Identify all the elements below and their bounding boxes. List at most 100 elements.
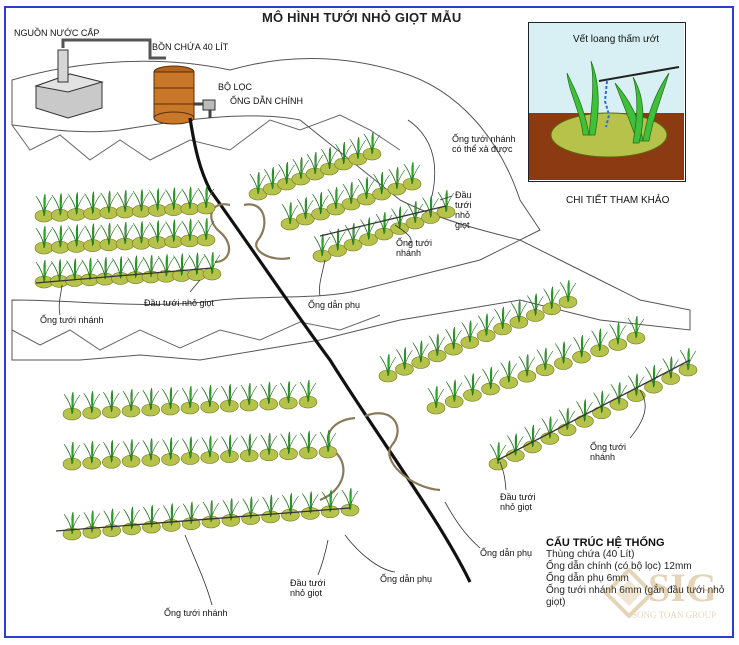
- plant: [359, 217, 378, 246]
- plant: [67, 192, 86, 221]
- leader-lines: [58, 119, 646, 606]
- label-drip-head-left: Đầu tưới nhỏ giọt: [144, 298, 214, 308]
- inset-illustration: [529, 23, 684, 180]
- plant: [180, 385, 200, 415]
- plant: [49, 258, 69, 288]
- plant: [608, 322, 628, 351]
- branch-lines: [35, 205, 691, 532]
- plant-row: [62, 379, 318, 421]
- plant: [122, 506, 141, 536]
- plant: [553, 341, 573, 370]
- label-branch-upper: Ống tưới nhánh: [396, 238, 432, 258]
- label-tank: BỒN CHỨA 40 LÍT: [152, 42, 229, 52]
- plant: [180, 218, 200, 248]
- plant: [50, 192, 70, 222]
- plant: [460, 320, 480, 349]
- plant: [164, 187, 183, 216]
- legend-item: Ống dẫn chính (có bộ lọc) 12mm: [546, 561, 692, 572]
- plant: [300, 491, 320, 520]
- inset-wet-label: Vết loang thấm ướt: [573, 34, 660, 45]
- plant: [99, 190, 119, 220]
- plant: [164, 219, 183, 248]
- page-title: MÔ HÌNH TƯỚI NHỎ GIỌT MẪU: [262, 10, 462, 25]
- plant-row: [34, 217, 216, 255]
- plant: [62, 511, 82, 541]
- plant: [259, 432, 279, 462]
- plant: [463, 372, 482, 402]
- plant: [312, 233, 332, 263]
- plant: [148, 220, 167, 249]
- legend-item: Thùng chứa (40 Lít): [546, 549, 635, 560]
- plant: [239, 433, 259, 463]
- plant: [426, 385, 446, 415]
- label-feeder-bottom: Ống dẫn phụ: [380, 574, 433, 584]
- plant: [395, 346, 414, 376]
- plant: [102, 439, 121, 469]
- tank-40l: [153, 65, 216, 125]
- plant: [142, 504, 161, 534]
- plant: [141, 254, 161, 284]
- plant: [374, 211, 394, 241]
- plant: [411, 340, 431, 369]
- plant: [62, 441, 82, 471]
- plant: [141, 387, 160, 417]
- plant: [341, 181, 361, 211]
- legend-item: Ống tưới nhánh 6mm (gắn đầu tưới nhỏ giọ…: [546, 585, 725, 608]
- plant: [261, 494, 280, 524]
- plant: [180, 436, 200, 465]
- plant: [115, 189, 135, 219]
- plant: [499, 360, 519, 389]
- legend: CẤU TRÚC HỆ THỐNG Thùng chứa (40 Lít) Ốn…: [546, 537, 726, 609]
- plant: [340, 487, 360, 517]
- plant: [517, 353, 537, 383]
- plant: [34, 259, 54, 289]
- plant: [99, 222, 119, 252]
- plant: [201, 499, 221, 529]
- plant: [121, 438, 141, 468]
- legend-item: Ống dẫn phụ 6mm: [546, 573, 629, 584]
- plant: [34, 225, 54, 255]
- plant: [67, 224, 86, 253]
- plant: [34, 193, 54, 223]
- label-removable-branch: Ống tưới nhánh có thể xả được: [452, 134, 516, 154]
- plant: [278, 380, 298, 410]
- water-source: [34, 38, 166, 119]
- plant: [493, 306, 512, 336]
- plant: [121, 388, 141, 418]
- plant: [590, 328, 609, 358]
- plant: [557, 407, 577, 437]
- plant: [131, 188, 151, 218]
- plant: [241, 496, 261, 525]
- plant: [200, 384, 219, 414]
- plant: [535, 347, 555, 377]
- plant: [141, 437, 161, 467]
- label-water-source: NGUỒN NƯỚC CẤP: [14, 28, 100, 38]
- plant: [259, 381, 279, 411]
- plant: [320, 489, 340, 519]
- plant-row: [62, 487, 360, 541]
- plant: [126, 255, 145, 284]
- plant: [62, 391, 82, 421]
- plant: [378, 353, 398, 383]
- plant: [444, 379, 464, 408]
- plant: [221, 497, 241, 527]
- plant: [172, 253, 191, 282]
- detail-inset: Vết loang thấm ướt: [528, 22, 686, 182]
- plant: [102, 389, 121, 419]
- plant-row: [426, 315, 646, 415]
- label-feeder-upper: Ống dẫn phụ: [308, 300, 361, 310]
- plant: [220, 434, 239, 463]
- label-branch-bottom: Ống tưới nhánh: [164, 608, 228, 618]
- plant: [202, 251, 222, 281]
- plant: [444, 326, 463, 356]
- legend-heading: CẤU TRÚC HỆ THỐNG: [546, 537, 665, 549]
- main-pipe: [188, 117, 472, 583]
- plant: [65, 258, 84, 287]
- plant: [298, 379, 318, 409]
- plant: [509, 299, 529, 329]
- plant: [476, 313, 496, 342]
- label-filter: BỘ LỌC: [218, 82, 253, 92]
- plant-row: [34, 185, 216, 223]
- plant: [82, 390, 101, 420]
